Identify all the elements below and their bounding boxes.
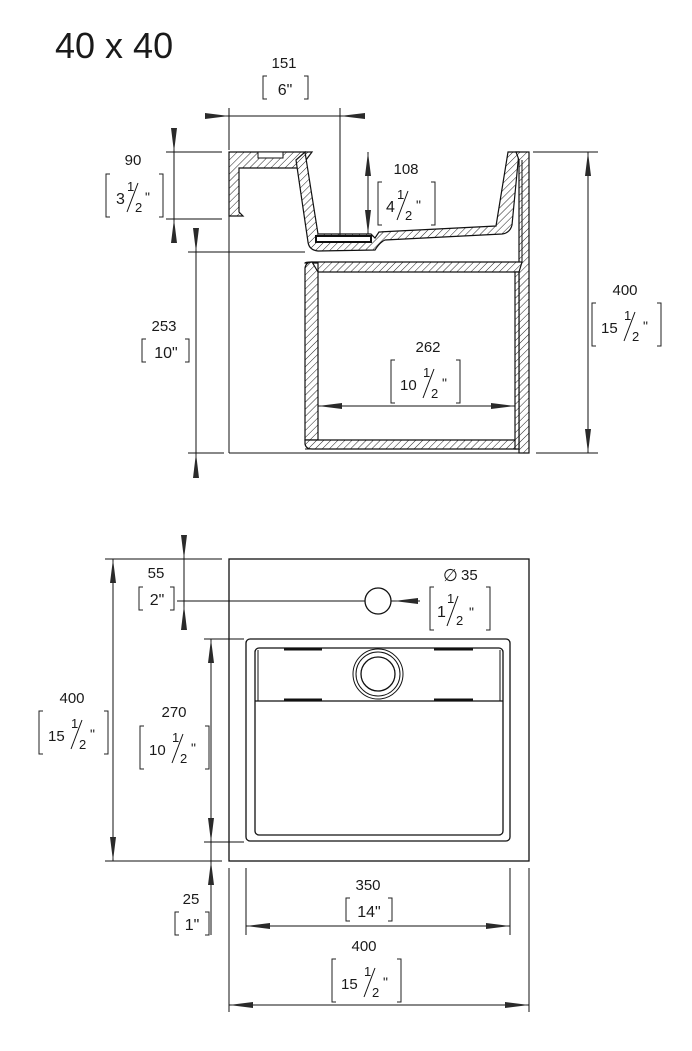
dim-label-hole-diameter: ∅ 35 1 1 2 " [429,566,491,631]
svg-text:262: 262 [415,339,440,356]
svg-text:2": 2" [150,592,165,609]
svg-text:1: 1 [447,591,454,606]
svg-text:35: 35 [461,567,478,584]
dim-label-bowl-width: 350 14" [345,877,393,922]
svg-text:2: 2 [632,329,639,344]
lower-cabinet-left [304,261,319,441]
svg-text:90: 90 [125,152,142,169]
svg-text:": " [416,197,421,213]
dim-label-lower-height: 253 10" [141,318,190,363]
svg-text:10": 10" [154,345,177,362]
dim-label-total-width: 400 15 1 2 " [331,938,402,1003]
svg-text:1: 1 [437,604,446,621]
svg-text:15: 15 [601,320,618,337]
svg-text:4: 4 [386,199,395,216]
dim-label-hole-offset: 55 2" [138,565,175,611]
bowl-inner [254,647,504,836]
dim-label-bowl-depth-side: 108 4 1 2 " [377,161,436,226]
lower-cabinet-top [304,261,523,273]
dim-label-total-depth: 400 15 1 2 " [38,690,109,755]
svg-text:3: 3 [116,191,125,208]
svg-text:1: 1 [71,716,78,731]
dim-label-deck-height: 90 3 1 2 " [105,152,164,218]
svg-text:1: 1 [624,308,631,323]
svg-text:108: 108 [393,161,418,178]
deck-left-wall [228,151,314,217]
svg-text:151: 151 [271,55,296,72]
svg-text:350: 350 [355,877,380,894]
svg-text:1: 1 [364,964,371,979]
svg-text:2: 2 [135,200,142,215]
diameter-symbol-icon: ∅ [443,566,458,585]
lower-cabinet-right [514,271,520,450]
svg-text:2: 2 [180,751,187,766]
sink-outline [228,558,530,862]
svg-text:2: 2 [79,737,86,752]
svg-text:15: 15 [341,976,358,993]
svg-text:2: 2 [372,985,379,1000]
dim-label-bowl-depth-top: 270 10 1 2 " [139,704,210,770]
svg-text:10: 10 [149,742,166,759]
dim-label-total-height: 400 15 1 2 " [591,282,662,347]
svg-text:15: 15 [48,728,65,745]
tap-hole-icon [364,587,392,615]
svg-text:2: 2 [405,208,412,223]
svg-text:6": 6" [278,82,293,99]
top-plan-view [105,535,530,1012]
svg-text:": " [90,726,95,742]
svg-text:1": 1" [185,917,200,934]
svg-text:270: 270 [161,704,186,721]
svg-text:14": 14" [357,904,380,921]
svg-text:1: 1 [397,187,404,202]
lower-cabinet-bottom [304,439,517,450]
svg-text:": " [383,974,388,990]
svg-text:400: 400 [612,282,637,299]
svg-text:400: 400 [351,938,376,955]
svg-text:": " [442,375,447,391]
svg-text:": " [145,189,150,205]
svg-text:10: 10 [400,377,417,394]
svg-text:1: 1 [127,179,134,194]
svg-text:55: 55 [148,565,165,582]
svg-text:1: 1 [172,730,179,745]
dim-label-drain-offset: 151 6" [262,55,309,100]
svg-text:253: 253 [151,318,176,335]
side-section-view [166,108,598,478]
dim-label-front-margin: 25 1" [174,891,210,936]
svg-text:": " [191,740,196,756]
svg-text:1: 1 [423,365,430,380]
svg-text:": " [643,318,648,334]
svg-text:": " [469,604,474,620]
drain-icon [352,648,404,700]
svg-text:2: 2 [456,613,463,628]
svg-text:2: 2 [431,386,438,401]
drawing-title: 40 x 40 [55,25,173,66]
dim-label-inner-width: 262 10 1 2 " [390,339,461,404]
bowl-rim [245,638,511,842]
svg-text:400: 400 [59,690,84,707]
svg-text:25: 25 [183,891,200,908]
